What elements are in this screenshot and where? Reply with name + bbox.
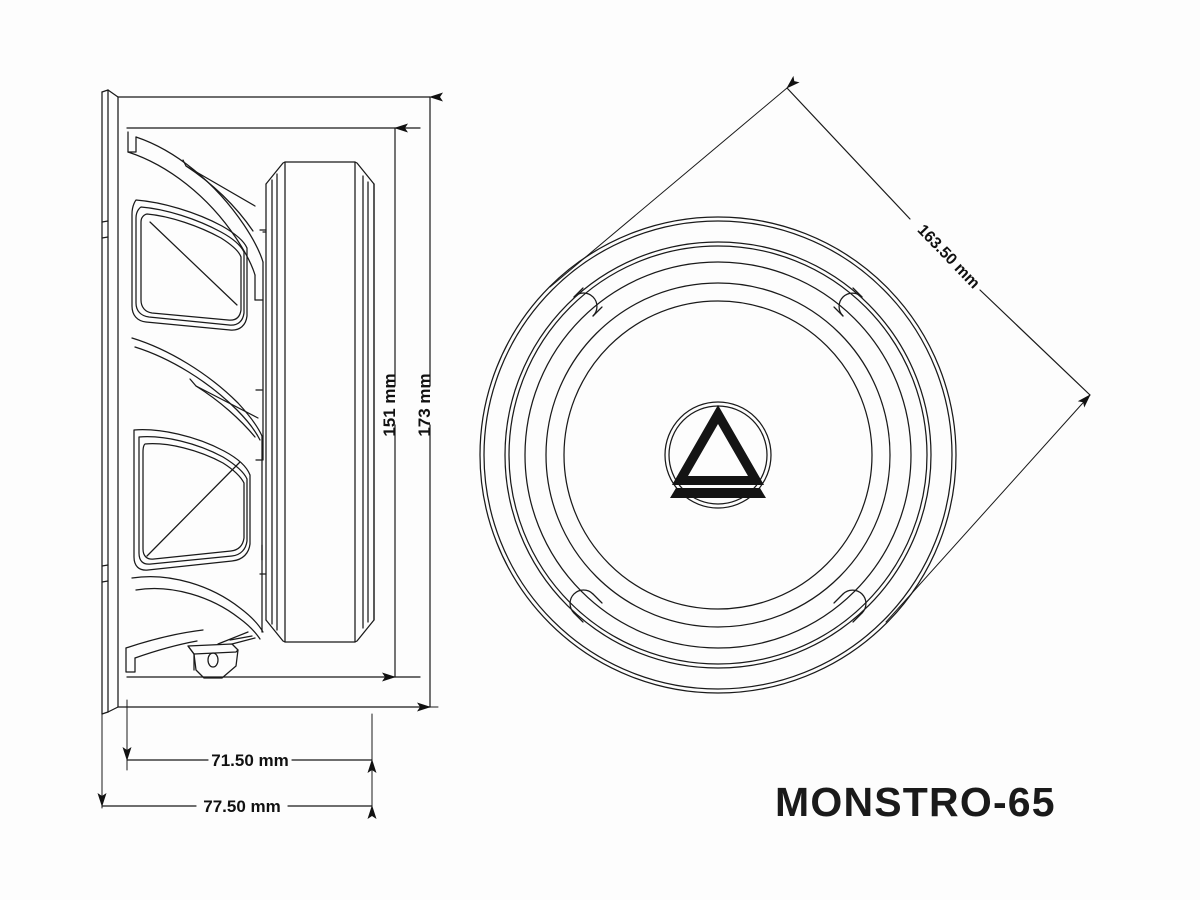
dust-cap-outer-circle xyxy=(664,401,772,509)
cone-circle xyxy=(563,300,873,610)
flange-outer-circle-inner xyxy=(483,220,953,690)
flange-inner-circle xyxy=(504,241,932,669)
mounting-hole-bottom-right xyxy=(833,589,867,623)
basket-window-lower xyxy=(133,429,251,571)
basket-window-upper xyxy=(131,199,248,331)
basket-lower-leg xyxy=(125,576,264,673)
surround-outer-circle xyxy=(524,261,912,649)
basket-face-lines xyxy=(126,127,421,678)
mounting-hole-bottom-left xyxy=(569,589,603,623)
flange-outline xyxy=(117,96,431,708)
cone-profile xyxy=(254,231,267,633)
flange-inner-circle-inner xyxy=(508,245,928,665)
dimension-163-50mm: 163.50 mm xyxy=(549,75,1091,623)
mounting-flange xyxy=(101,89,119,715)
basket-upper-leg xyxy=(127,131,264,276)
dimension-151mm-label: 151 mm xyxy=(380,373,399,436)
flange-outer-circle xyxy=(479,216,957,694)
dimension-173mm: 173 mm xyxy=(415,92,443,712)
dimension-77-50mm-label: 77.50 mm xyxy=(203,797,281,816)
terminal-tab xyxy=(187,631,256,679)
surround-inner-circle xyxy=(545,282,891,628)
dimension-173mm-label: 173 mm xyxy=(415,373,434,436)
dimension-71-50mm-label: 71.50 mm xyxy=(211,751,289,770)
model-name-label: MONSTRO-65 xyxy=(775,779,1056,825)
dimension-77-50mm: 77.50 mm xyxy=(97,793,377,819)
dimension-151mm: 151 mm xyxy=(380,123,421,682)
dimension-71-50mm: 71.50 mm xyxy=(122,747,377,773)
dimension-163-50mm-label: 163.50 mm xyxy=(914,222,983,293)
side-section-view xyxy=(101,89,431,715)
triangle-logo xyxy=(670,405,766,498)
mounting-hole-top-left xyxy=(573,287,603,317)
front-view xyxy=(479,216,957,694)
mounting-hole-top-right xyxy=(833,287,863,317)
basket-middle-leg xyxy=(131,337,263,441)
magnet-assembly xyxy=(259,161,375,643)
